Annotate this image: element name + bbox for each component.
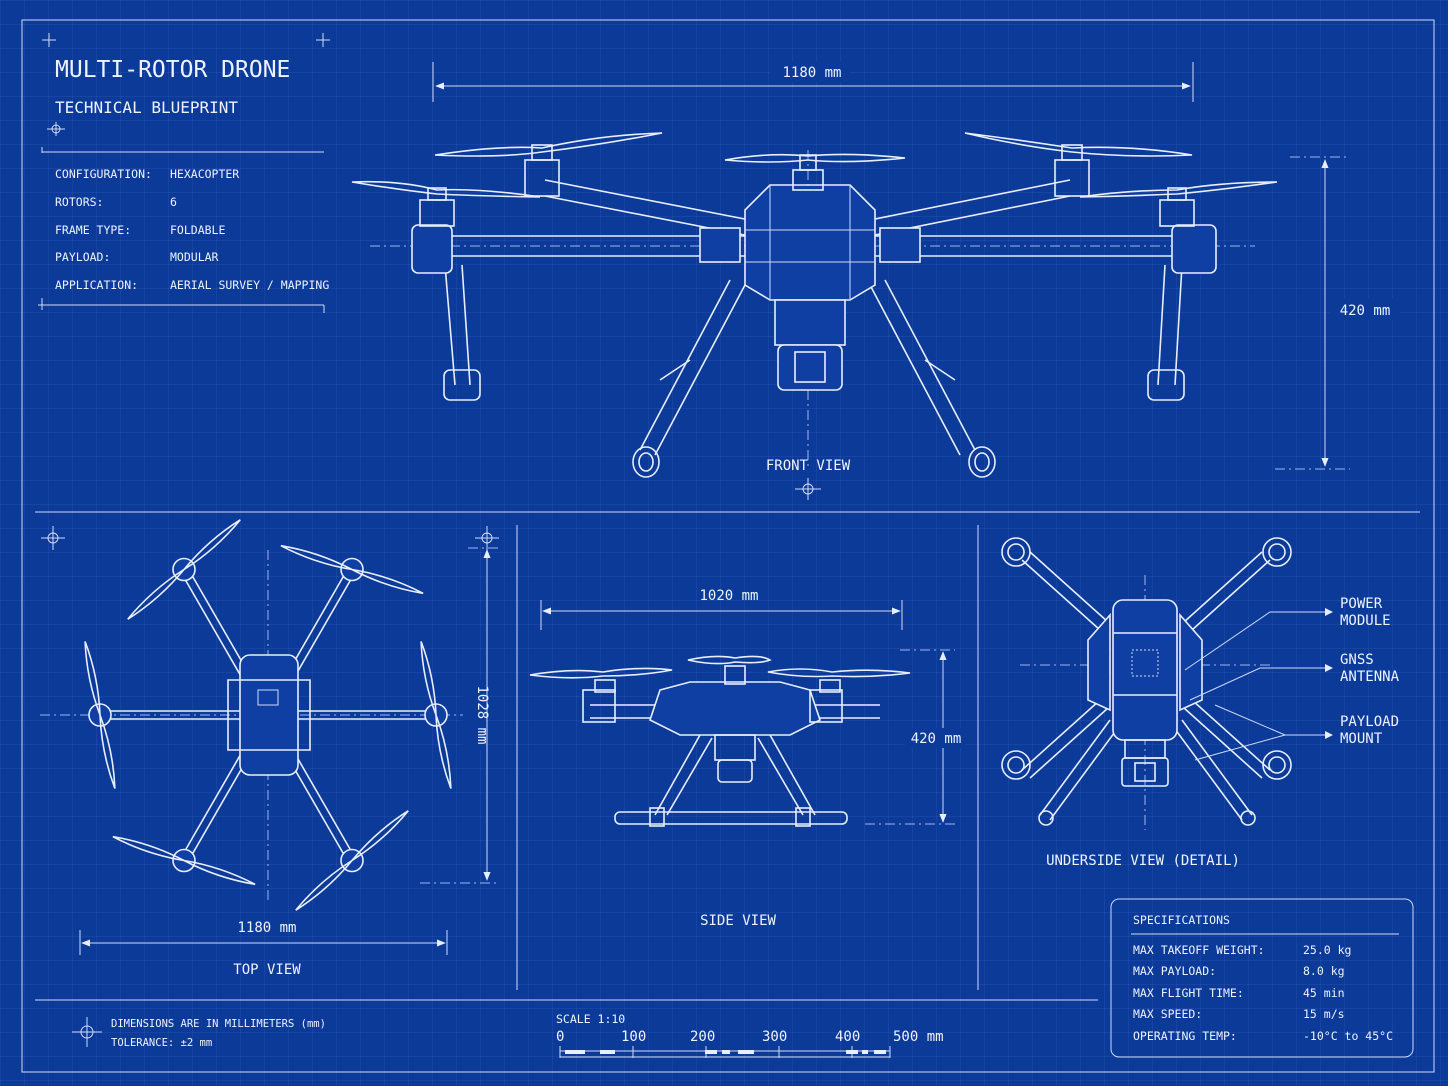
property-label: FRAME TYPE:	[55, 223, 131, 237]
notes-tolerance: TOLERANCE: ±2 mm	[111, 1037, 212, 1049]
crosshair-icon	[72, 1017, 102, 1047]
callout-gnss-antenna: ANTENNA	[1340, 669, 1400, 685]
front-width-label: 1180 mm	[782, 65, 841, 81]
drawing-subtitle: TECHNICAL BLUEPRINT	[55, 98, 238, 117]
sheet-border	[21, 19, 1435, 1073]
side-width-label: 1020 mm	[699, 588, 758, 604]
notes-units: DIMENSIONS ARE IN MILLIMETERS (mm)	[111, 1018, 326, 1030]
propeller	[280, 544, 424, 595]
spec-value: -10°C to 45°C	[1303, 1029, 1393, 1043]
callout-power-module: POWER	[1340, 596, 1383, 612]
front-height-label: 420 mm	[1340, 303, 1391, 319]
scale-tick-label: 100	[621, 1029, 646, 1045]
scale-tick-label: 400	[835, 1029, 860, 1045]
scale-tick-label: 200	[690, 1029, 715, 1045]
top-view-label: TOP VIEW	[233, 962, 301, 978]
crosshair-icon	[47, 122, 65, 136]
callout-gnss-antenna: GNSS	[1340, 652, 1374, 668]
underside-view-label: UNDERSIDE VIEW (DETAIL)	[1046, 853, 1240, 869]
underside-view: POWER MODULE GNSS ANTENNA PAYLOAD MOUNT …	[1001, 537, 1400, 869]
vent-grid	[1131, 649, 1159, 677]
property-list: CONFIGURATION: HEXACOPTER ROTORS: 6 FRAM…	[55, 167, 329, 292]
front-view: 1180 mm 420 mm	[351, 62, 1400, 500]
scale-tick-label: 0	[556, 1029, 564, 1045]
callout-payload-mount: PAYLOAD	[1340, 714, 1399, 730]
spec-label: OPERATING TEMP:	[1133, 1029, 1237, 1043]
top-view: 1028 mm 1180 mm TOP VIEW	[40, 519, 500, 978]
specifications-panel: SPECIFICATIONS MAX TAKEOFF WEIGHT: 25.0 …	[1110, 898, 1414, 1058]
property-label: CONFIGURATION:	[55, 167, 152, 181]
property-label: APPLICATION:	[55, 278, 138, 292]
spec-label: MAX SPEED:	[1133, 1007, 1202, 1021]
property-label: ROTORS:	[55, 195, 103, 209]
property-value: FOLDABLE	[170, 223, 225, 237]
property-value: HEXACOPTER	[170, 167, 239, 181]
scale-bar: SCALE 1:10 0 100 200 300 400 500 mm	[556, 1012, 944, 1058]
crosshair-icon	[41, 526, 65, 550]
property-value: 6	[170, 195, 177, 209]
top-width-label: 1180 mm	[237, 920, 296, 936]
propeller	[420, 641, 452, 789]
propeller	[112, 835, 256, 886]
scale-label: SCALE 1:10	[556, 1012, 625, 1026]
scale-tick-label: 500 mm	[893, 1029, 944, 1045]
property-value: AERIAL SURVEY / MAPPING	[170, 278, 329, 292]
callout-payload-mount: MOUNT	[1340, 731, 1383, 747]
propeller	[84, 641, 116, 789]
front-view-label: FRONT VIEW	[766, 458, 851, 474]
spec-value: 15 m/s	[1303, 1007, 1345, 1021]
crosshair-icon	[475, 526, 499, 550]
spec-value: 8.0 kg	[1303, 964, 1345, 978]
title-block: MULTI-ROTOR DRONE TECHNICAL BLUEPRINT CO…	[38, 33, 330, 313]
side-height-label: 420 mm	[911, 731, 962, 747]
crosshair-icon	[795, 478, 821, 500]
specifications-title: SPECIFICATIONS	[1133, 913, 1230, 927]
notes-block: DIMENSIONS ARE IN MILLIMETERS (mm) TOLER…	[72, 1017, 326, 1049]
spec-value: 25.0 kg	[1303, 943, 1351, 957]
property-value: MODULAR	[170, 250, 219, 264]
spec-label: MAX TAKEOFF WEIGHT:	[1133, 943, 1265, 957]
spec-label: MAX PAYLOAD:	[1133, 964, 1216, 978]
drawing-title: MULTI-ROTOR DRONE	[55, 57, 290, 83]
propeller	[295, 810, 409, 911]
spec-value: 45 min	[1303, 986, 1345, 1000]
spec-label: MAX FLIGHT TIME:	[1133, 986, 1244, 1000]
callout-power-module: MODULE	[1340, 613, 1391, 629]
propeller	[127, 519, 241, 620]
side-view: 1020 mm 420 mm SIDE VIEW	[529, 588, 965, 929]
top-height-label: 1028 mm	[474, 685, 490, 744]
property-label: PAYLOAD:	[55, 250, 110, 264]
side-view-label: SIDE VIEW	[700, 913, 776, 929]
scale-tick-label: 300	[762, 1029, 787, 1045]
